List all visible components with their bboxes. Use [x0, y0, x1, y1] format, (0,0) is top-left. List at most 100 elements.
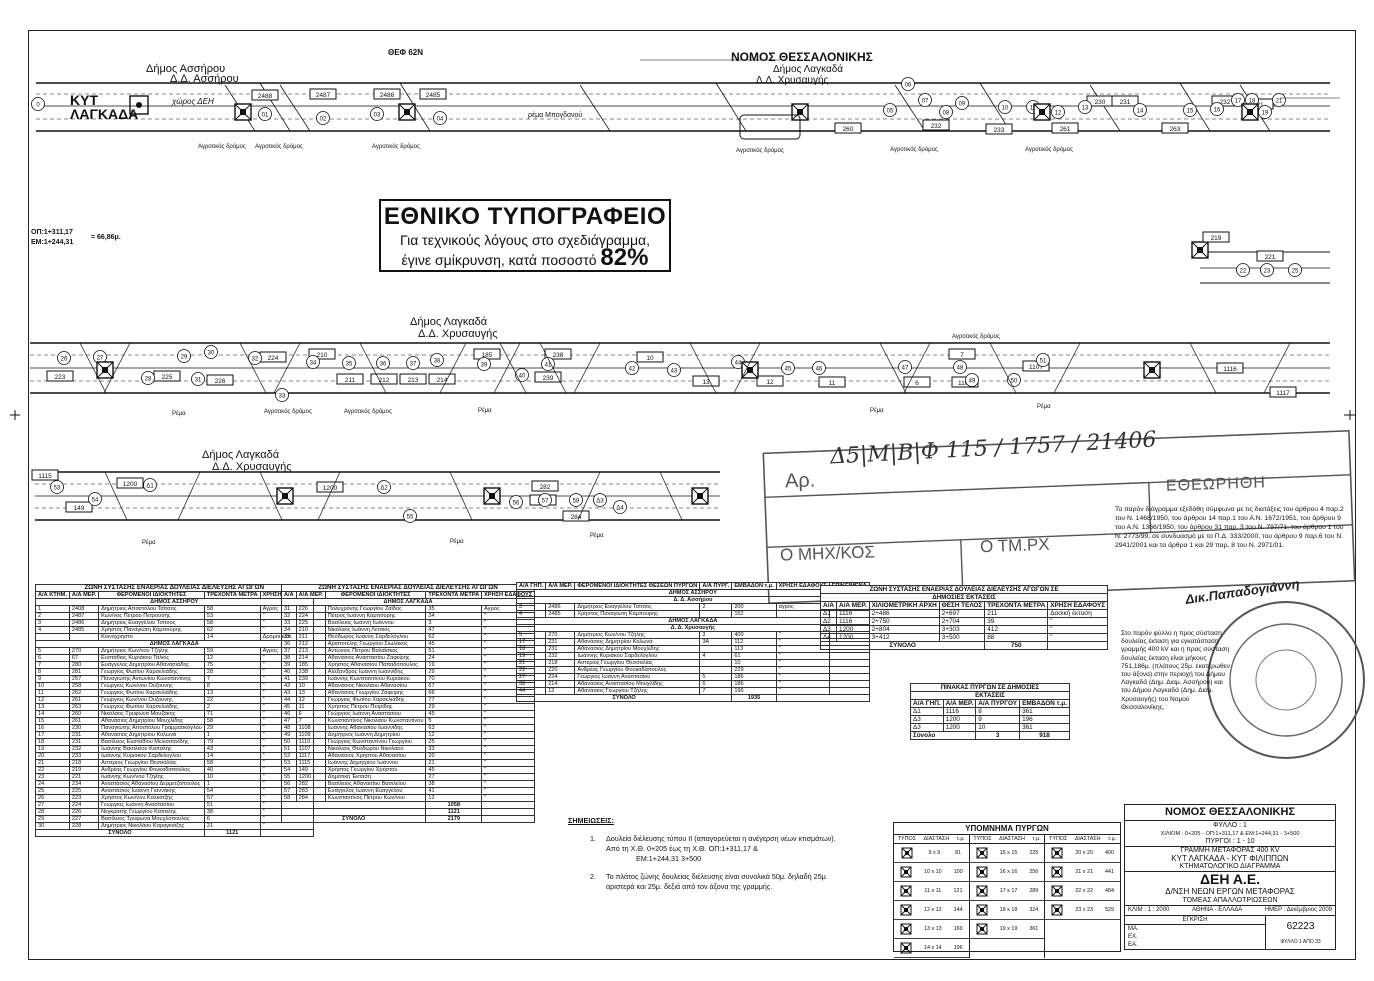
property-marker [901, 77, 915, 91]
property-number: 0 [36, 102, 40, 108]
t2-cell: 1107 [295, 745, 326, 753]
parcel-box [562, 510, 590, 522]
stamp-mixkos: Ο ΜΗΧ/ΚΟΣ [779, 542, 876, 565]
t3-cell: 61 [731, 652, 777, 660]
t2-cell: 33 [281, 619, 297, 627]
t2-total-empty [481, 815, 536, 823]
t3-cell: 12 [545, 687, 576, 695]
stamp-divider-1 [764, 474, 1351, 499]
t2-cell: 40 [281, 668, 297, 676]
t5-total-count: 3 [975, 731, 1021, 740]
property-marker [1036, 353, 1050, 367]
t3-cell: 38 [515, 680, 547, 688]
t3-cell: 2485 [545, 610, 576, 618]
t1-cell: Γεώργιος Ιωάννη Αναστασίου [98, 801, 205, 809]
t2-cell: 1117 [295, 752, 326, 760]
agr-dromos-6: Αγροτικός δρόμος [1025, 147, 1073, 153]
t2s2-total-label [280, 808, 427, 816]
t1-cell: 219 [68, 766, 100, 774]
property-number: 14 [1137, 108, 1144, 114]
t1-cell: Δημήτριος Αποστόλου Τσίτσος [98, 605, 205, 613]
t3-cell: " [775, 666, 830, 674]
t2-cell: 58 [281, 794, 297, 802]
property-number: 07 [922, 98, 929, 104]
t3-cell: 113 [731, 645, 777, 653]
t2-cell: " [481, 759, 536, 767]
t2-cell: 31 [281, 605, 297, 613]
t3-cell [699, 659, 733, 667]
t2-cell: 43 [281, 689, 297, 697]
t1-cell: 2485 [68, 626, 100, 634]
t5-cell: Δ3 [910, 715, 944, 724]
property-number: Δ3 [596, 498, 604, 504]
t2-cell: Θεόδωρος Ιωάννη Σαρδελόγλου [324, 633, 427, 641]
property-number: 05 [887, 108, 894, 114]
t3-cell: Αθανάσιος Γεωργίου Τζήλης [574, 687, 701, 695]
t2-cell: 224 [295, 612, 326, 620]
t3-cell: 4 [515, 610, 547, 618]
dd-xrysaygis-label: Δ.Δ. Χρυσαυγής [756, 75, 829, 86]
tb-fyllo: ΦΥΛΛΟ : 1 [1213, 822, 1247, 829]
t2-cell: 33 [425, 745, 483, 753]
tower-type-icon [900, 885, 912, 897]
parcel-box [756, 375, 784, 387]
property-number: 35 [346, 361, 353, 367]
t1-cell: Βασίλειος Ευσταθίου Μελισσανίδης [98, 738, 205, 746]
parcel-box [1022, 360, 1050, 372]
t2-cell: 57 [281, 787, 297, 795]
t3-cell: Ανδρέας Γεωργίου Φουκαδαπούλος [574, 666, 701, 674]
parcel-box [373, 88, 401, 100]
t2-caption: ΖΩΝΗ ΣΥΣΤΑΣΗΣ ΕΝΑΕΡΙΑΣ ΔΟΥΛΕΙΑΣ ΔΙΕΛΕΥΣΗ… [280, 584, 536, 592]
t3-cell: 3Α [699, 638, 733, 646]
property-number: 22 [1240, 268, 1247, 274]
t1-cell: 260 [68, 710, 100, 718]
t2-cell: Γεώργιος Κωνσταντίνου Γεωργίου [324, 738, 427, 746]
chainage-em: ΕΜ:1+244,31 [31, 239, 74, 246]
parcel-box [206, 374, 234, 386]
property-number: 43 [671, 368, 678, 374]
t1-cell: 2 [203, 703, 261, 711]
t1-cell: Χρήστος Κων/νου Καλκατζής [98, 794, 205, 802]
property-marker [248, 351, 262, 365]
t1-cell: 23 [35, 773, 70, 781]
parcel-boundary [239, 342, 267, 394]
tower-type-icon [976, 923, 988, 935]
t3-cell: 224 [545, 673, 576, 681]
t2-cell: Αλέξανδρος Ιωάννη Ιωαννίδης [324, 668, 427, 676]
t1-cell: 62 [203, 626, 261, 634]
parcel-box [336, 373, 364, 385]
parcel-number: 210 [317, 352, 328, 359]
t1-cell: 53 [203, 612, 261, 620]
parcel-boundary [499, 342, 527, 394]
t5-caption2: ΕΚΤΑΣΕΙΣ [910, 691, 1070, 700]
t1-cell: 231 [68, 738, 100, 746]
legend-dimension: 18 x 18 [999, 907, 1018, 913]
t1-cell: 29 [35, 815, 70, 823]
t1-cell: Νικόλαος Τρύφωνα Μουζάκης [98, 710, 205, 718]
t3-cell: 6 [699, 680, 733, 688]
t4-cell: 1200 [836, 633, 870, 642]
t5-header-1: Α/Α ΜΕΡ. [942, 699, 977, 708]
legend-dimension: 12 x 12 [923, 907, 942, 913]
parcel-number: 224 [268, 355, 279, 362]
tower-type-icon [900, 904, 912, 916]
legal-note: Το παρόν διάγραμμα εξεδόθη σύμφωνα με τι… [1115, 506, 1344, 549]
property-number: 02 [320, 116, 327, 122]
t1-cell: 7 [35, 661, 70, 669]
t1-header-3: ΤΡΕΧΟΝΤΑ ΜΕΤΡΑ [203, 591, 261, 599]
mid-agr-3: Αγροτικός δρόμος [952, 334, 1000, 340]
t5-total-label: Σύνολο [909, 731, 977, 740]
